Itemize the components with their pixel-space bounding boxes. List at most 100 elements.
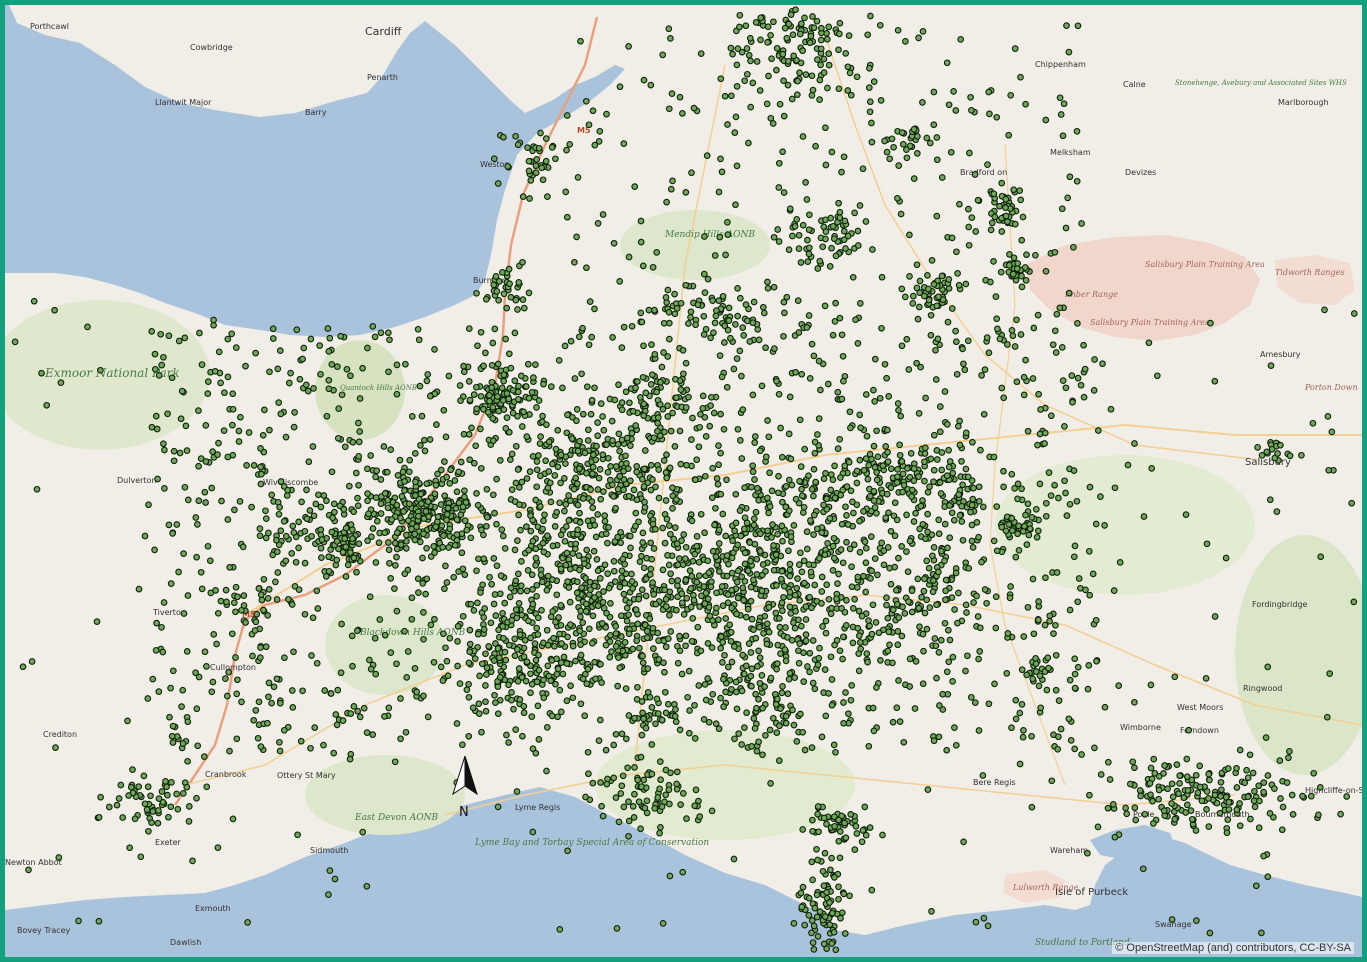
location-point: [387, 575, 395, 582]
location-point: [752, 634, 760, 642]
location-point: [734, 45, 742, 52]
location-point: [473, 567, 480, 575]
location-point: [494, 360, 502, 368]
location-point: [625, 832, 632, 840]
location-point: [680, 370, 687, 378]
place-fordingbridge: Fordingbridge: [1252, 600, 1308, 609]
location-point: [303, 486, 310, 494]
location-point: [798, 568, 806, 576]
location-point: [689, 414, 696, 422]
location-point: [1030, 324, 1038, 332]
location-point: [779, 683, 786, 690]
location-point: [391, 539, 399, 547]
location-point: [741, 77, 749, 85]
location-point: [598, 802, 605, 810]
location-point: [764, 417, 771, 424]
location-point: [195, 462, 202, 470]
location-point: [616, 447, 623, 455]
location-point: [801, 746, 809, 754]
location-point: [620, 590, 628, 598]
location-point: [851, 209, 858, 217]
location-point: [696, 813, 704, 820]
location-point: [529, 537, 537, 545]
location-point: [499, 609, 506, 617]
location-point: [533, 483, 541, 491]
location-point: [837, 491, 845, 499]
location-point: [970, 484, 977, 492]
location-point: [755, 336, 763, 344]
location-point: [203, 663, 210, 670]
location-point: [938, 272, 946, 280]
location-point: [625, 817, 633, 825]
location-point: [879, 831, 886, 839]
location-point: [647, 539, 655, 547]
location-point: [505, 350, 513, 358]
location-point: [603, 441, 610, 448]
location-point: [769, 521, 776, 528]
location-point: [275, 399, 283, 406]
location-point: [1008, 327, 1016, 334]
location-point: [1185, 726, 1193, 734]
location-point: [523, 433, 531, 440]
location-point: [451, 477, 459, 484]
location-point: [801, 14, 808, 22]
location-point: [453, 516, 461, 523]
location-point: [519, 193, 527, 200]
location-point: [377, 329, 385, 337]
location-point: [625, 798, 632, 806]
location-point: [930, 431, 938, 439]
location-point: [313, 587, 321, 595]
location-point: [338, 620, 345, 628]
location-point: [829, 542, 837, 550]
location-point: [932, 642, 940, 650]
location-point: [1094, 823, 1102, 831]
location-point: [324, 325, 332, 332]
location-point: [616, 664, 624, 672]
location-point: [925, 564, 933, 572]
location-point: [264, 719, 271, 727]
location-point: [808, 340, 816, 348]
location-point: [289, 522, 297, 530]
location-point: [883, 601, 890, 609]
location-point: [955, 281, 963, 289]
location-point: [277, 527, 285, 535]
location-point: [393, 529, 401, 537]
location-point: [461, 487, 468, 495]
location-point: [612, 623, 620, 630]
location-point: [534, 614, 542, 622]
location-point: [1082, 586, 1089, 594]
location-point: [223, 598, 230, 606]
location-point: [824, 540, 831, 547]
location-point: [842, 503, 849, 511]
location-point: [184, 496, 192, 504]
location-point: [202, 458, 210, 465]
location-point: [350, 508, 358, 516]
location-point: [1315, 811, 1322, 819]
location-point: [1211, 613, 1219, 620]
location-point: [517, 582, 525, 590]
location-point: [598, 620, 606, 627]
location-point: [455, 499, 463, 507]
location-point: [450, 573, 458, 581]
location-point: [835, 895, 842, 903]
location-point: [549, 542, 557, 550]
location-point: [423, 544, 430, 552]
location-point: [948, 509, 956, 517]
location-point: [715, 461, 722, 469]
location-point: [794, 77, 801, 85]
location-point: [723, 383, 731, 391]
location-point: [691, 701, 698, 709]
map-canvas[interactable]: Porthcawl Cowbridge Cardiff Penarth Llan…: [5, 5, 1362, 957]
location-point: [1091, 356, 1098, 363]
location-point: [301, 527, 309, 535]
location-point: [749, 79, 757, 87]
location-point: [1262, 734, 1270, 741]
location-point: [698, 592, 705, 600]
location-point: [715, 725, 723, 733]
location-point: [315, 491, 322, 499]
location-point: [529, 828, 537, 836]
location-point: [1141, 810, 1149, 818]
location-point: [865, 742, 873, 750]
location-point: [592, 533, 600, 541]
location-point: [806, 211, 813, 219]
